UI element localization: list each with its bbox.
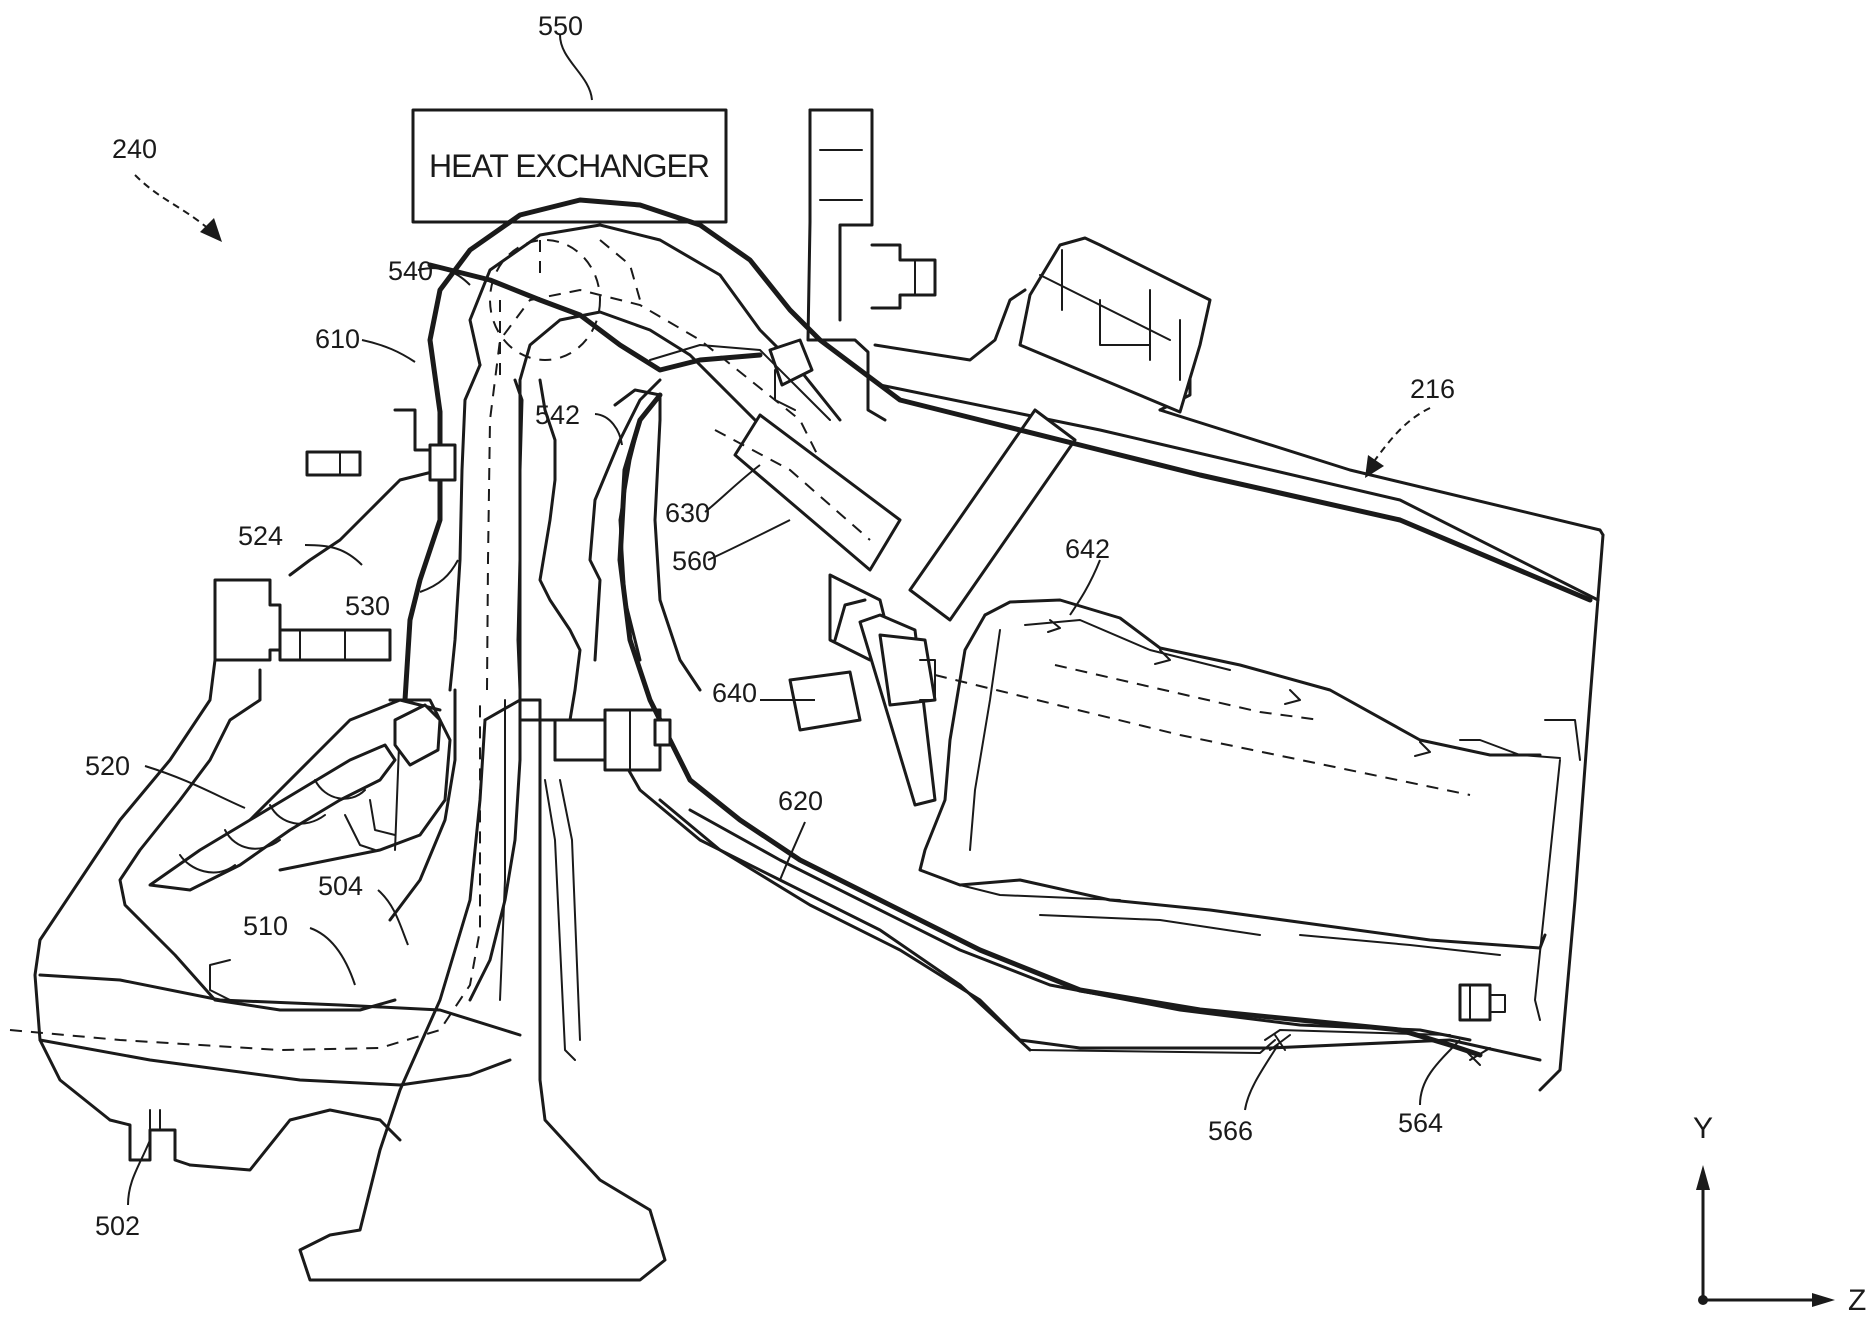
- label-610: 610: [315, 324, 360, 354]
- label-550: 550: [538, 11, 583, 41]
- label-240: 240: [112, 134, 157, 164]
- z-axis-label: Z: [1848, 1284, 1866, 1317]
- exit-duct: [450, 225, 900, 720]
- label-542: 542: [535, 400, 580, 430]
- label-640: 640: [712, 678, 757, 708]
- label-510: 510: [243, 911, 288, 941]
- label-560: 560: [672, 546, 717, 576]
- label-564: 564: [1398, 1108, 1443, 1138]
- label-642: 642: [1065, 534, 1110, 564]
- label-530: 530: [345, 591, 390, 621]
- arrowhead-240: [200, 218, 222, 242]
- y-axis-arrowhead: [1696, 1165, 1710, 1190]
- heat-exchanger-label: HEAT EXCHANGER: [429, 148, 709, 184]
- leader-lines: [128, 35, 1460, 1205]
- z-axis-arrowhead: [1812, 1293, 1835, 1307]
- label-524: 524: [238, 521, 283, 551]
- label-504: 504: [318, 871, 363, 901]
- coordinate-axes: Y Z: [1693, 1112, 1866, 1317]
- reference-numerals: 240 550 540 610 542 524 530 520 504 510 …: [85, 11, 1455, 1241]
- fuel-nozzle: [790, 600, 935, 805]
- y-axis-label: Y: [1693, 1112, 1713, 1145]
- label-502: 502: [95, 1211, 140, 1241]
- label-630: 630: [665, 498, 710, 528]
- combustor-liner: [920, 600, 1545, 955]
- label-566: 566: [1208, 1116, 1253, 1146]
- label-520: 520: [85, 751, 130, 781]
- axes-origin: [1698, 1295, 1708, 1305]
- label-216: 216: [1410, 374, 1455, 404]
- label-540: 540: [388, 256, 433, 286]
- label-620: 620: [778, 786, 823, 816]
